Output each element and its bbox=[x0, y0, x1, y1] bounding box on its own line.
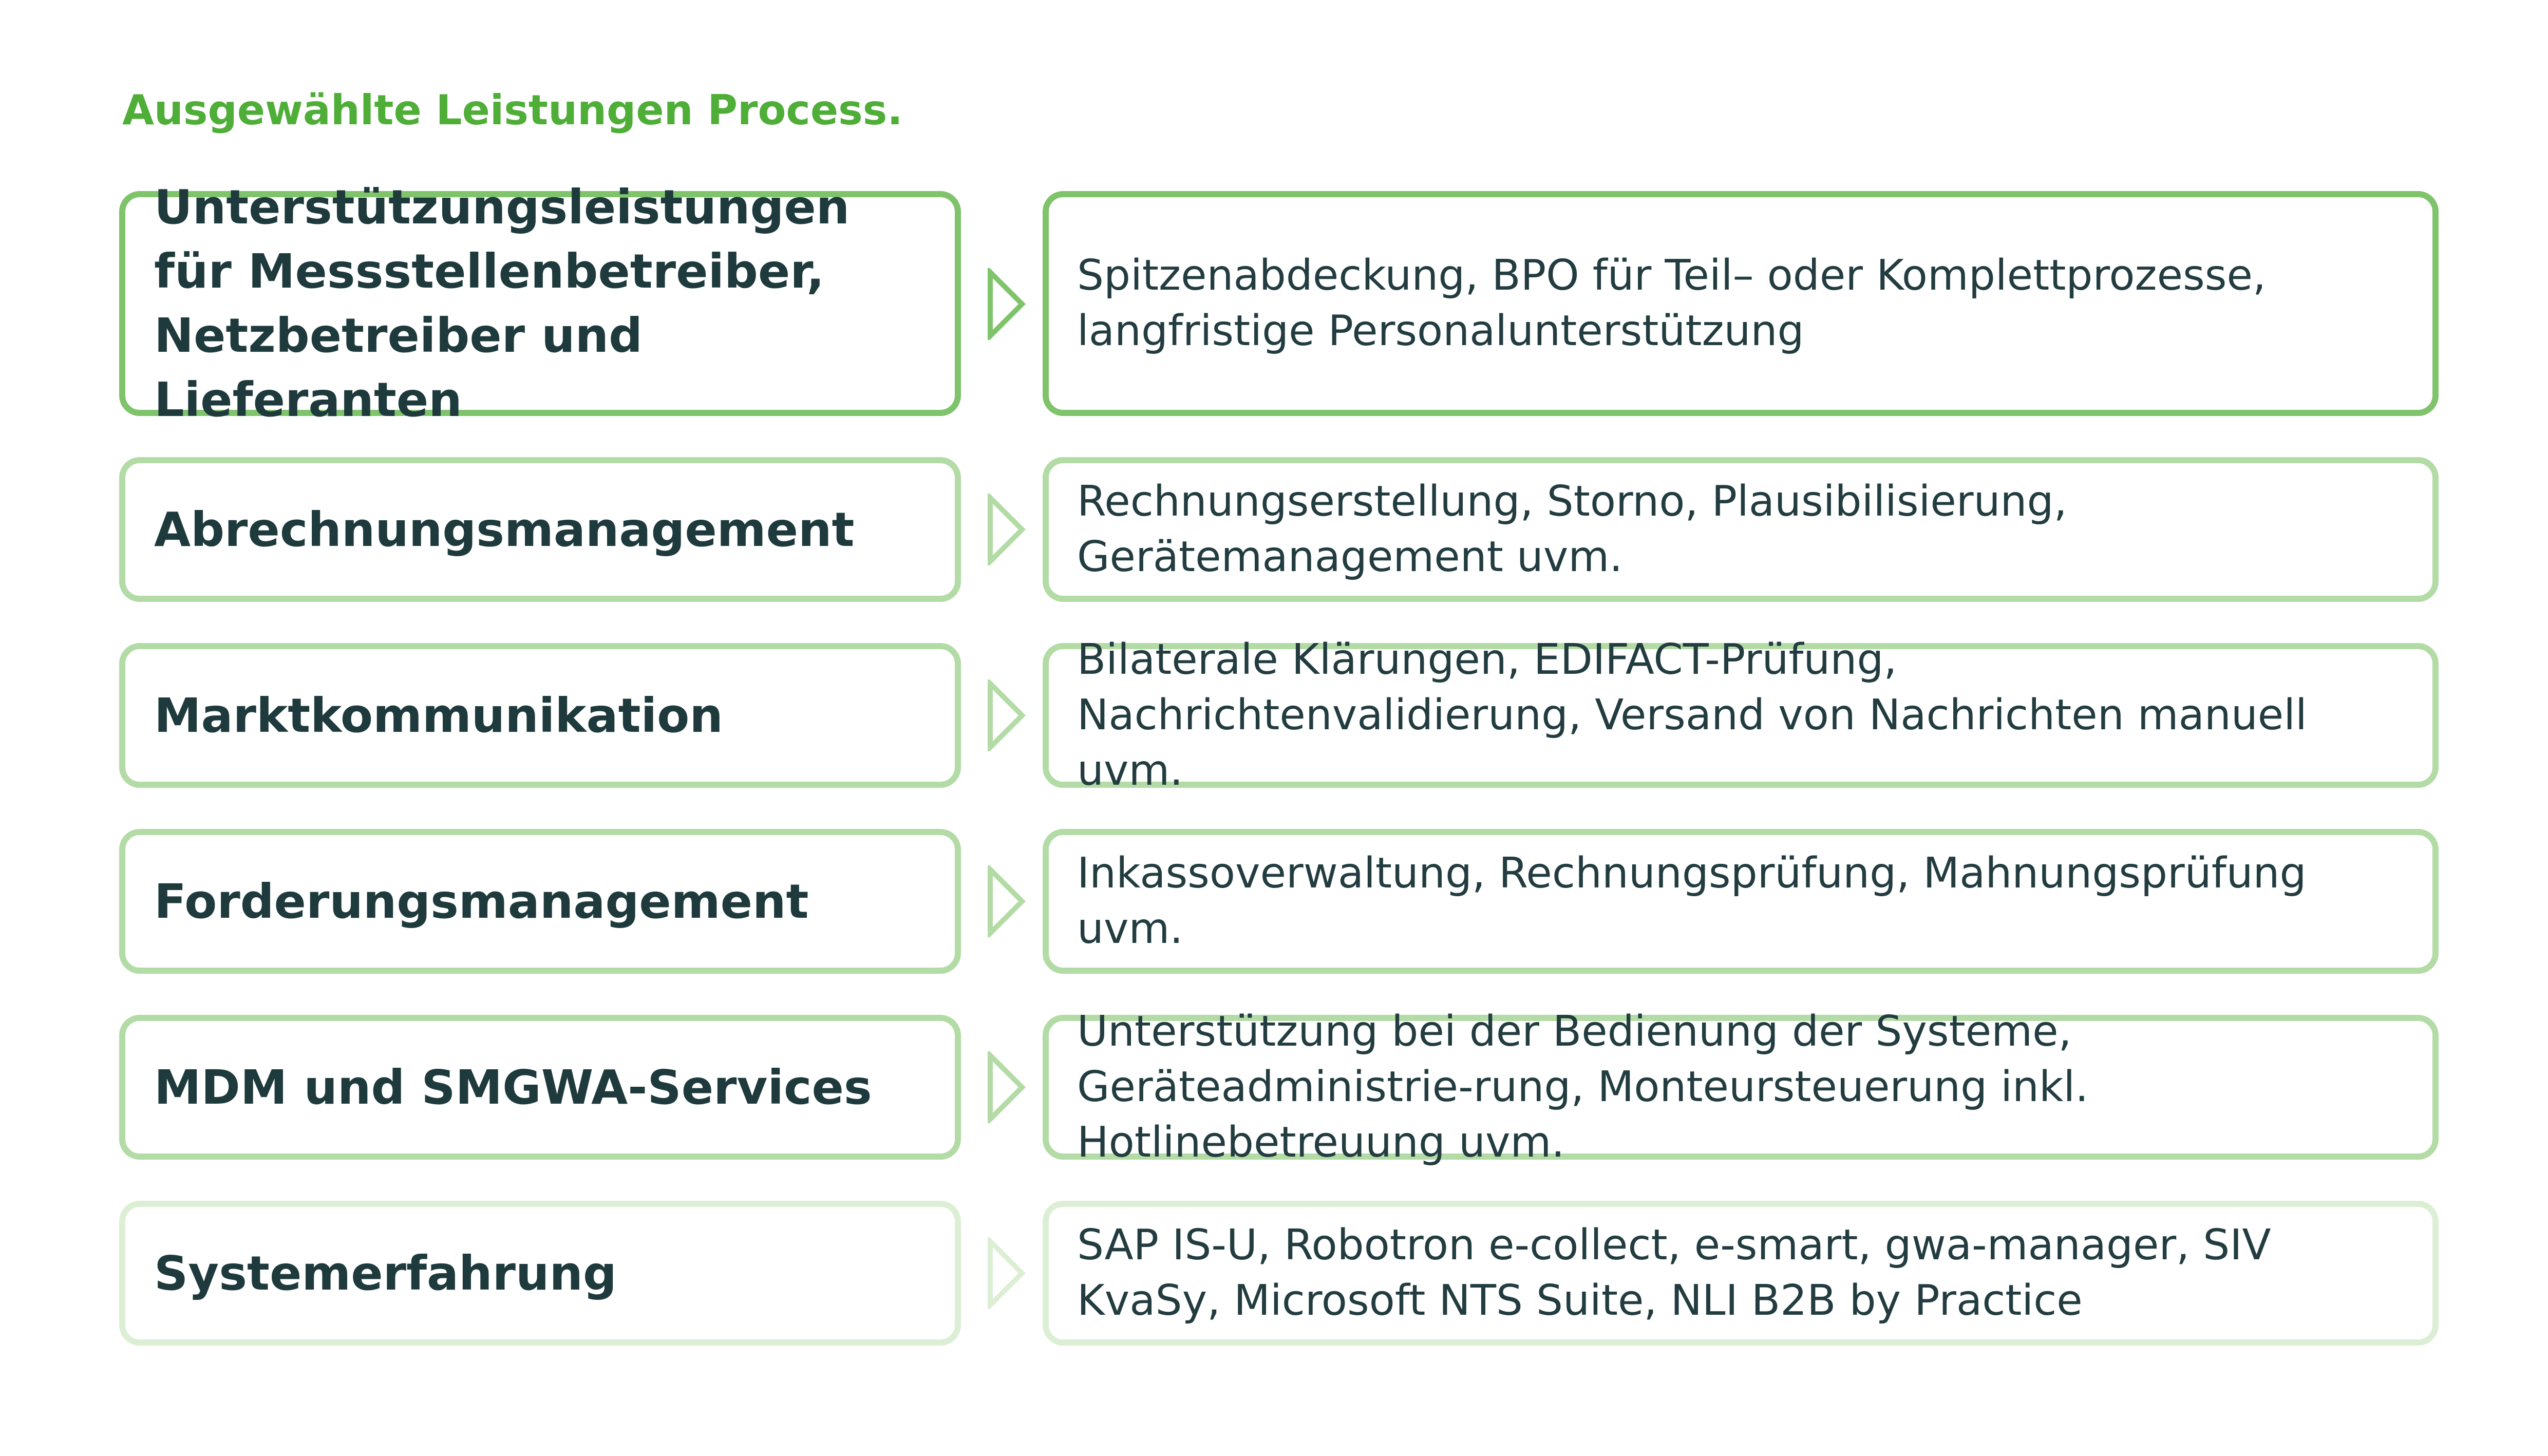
category-box: Unterstützungsleistungen für Messstellen… bbox=[119, 180, 961, 427]
category-box: Marktkommunikation bbox=[119, 643, 961, 788]
description-box: Unterstützung bei der Bedienung der Syst… bbox=[1043, 1007, 2439, 1167]
description-text: Rechnungserstellung, Storno, Plausibilis… bbox=[1077, 477, 2067, 581]
category-box: Forderungsmanagement bbox=[119, 829, 961, 974]
chevron-right-icon bbox=[988, 679, 1026, 751]
description-box: Rechnungserstellung, Storno, Plausibilis… bbox=[1043, 457, 2439, 602]
category-label: Forderungsmanagement bbox=[154, 874, 809, 929]
page-title: Ausgewählte Leistungen Process. bbox=[122, 86, 903, 134]
description-text: Spitzenabdeckung, BPO für Teil– oder Kom… bbox=[1077, 251, 2266, 355]
description-text: Unterstützung bei der Bedienung der Syst… bbox=[1077, 1007, 2089, 1167]
description-text: Bilaterale Klärungen, EDIFACT-Prüfung, N… bbox=[1077, 635, 2307, 795]
description-box: Spitzenabdeckung, BPO für Teil– oder Kom… bbox=[1043, 191, 2439, 416]
category-label: MDM und SMGWA-Services bbox=[154, 1060, 872, 1115]
chevron-right-icon bbox=[988, 1237, 1026, 1309]
category-box: Abrechnungsmanagement bbox=[119, 457, 961, 602]
description-box: Inkassoverwaltung, Rechnungsprüfung, Mah… bbox=[1043, 829, 2439, 974]
category-label: Marktkommunikation bbox=[154, 688, 723, 743]
category-box: MDM und SMGWA-Services bbox=[119, 1015, 961, 1160]
category-box: Systemerfahrung bbox=[119, 1201, 961, 1346]
chevron-right-icon bbox=[988, 494, 1026, 565]
description-box: Bilaterale Klärungen, EDIFACT-Prüfung, N… bbox=[1043, 635, 2439, 795]
chevron-right-icon bbox=[988, 1051, 1026, 1123]
description-box: SAP IS-U, Robotron e-collect, e-smart, g… bbox=[1043, 1201, 2439, 1346]
category-label: Unterstützungsleistungen für Messstellen… bbox=[154, 180, 850, 427]
category-label: Abrechnungsmanagement bbox=[154, 502, 855, 557]
description-text: Inkassoverwaltung, Rechnungsprüfung, Mah… bbox=[1077, 849, 2307, 953]
chevron-right-icon bbox=[988, 268, 1026, 340]
description-text: SAP IS-U, Robotron e-collect, e-smart, g… bbox=[1077, 1221, 2271, 1325]
category-label: Systemerfahrung bbox=[154, 1245, 617, 1301]
chevron-right-icon bbox=[988, 865, 1026, 937]
